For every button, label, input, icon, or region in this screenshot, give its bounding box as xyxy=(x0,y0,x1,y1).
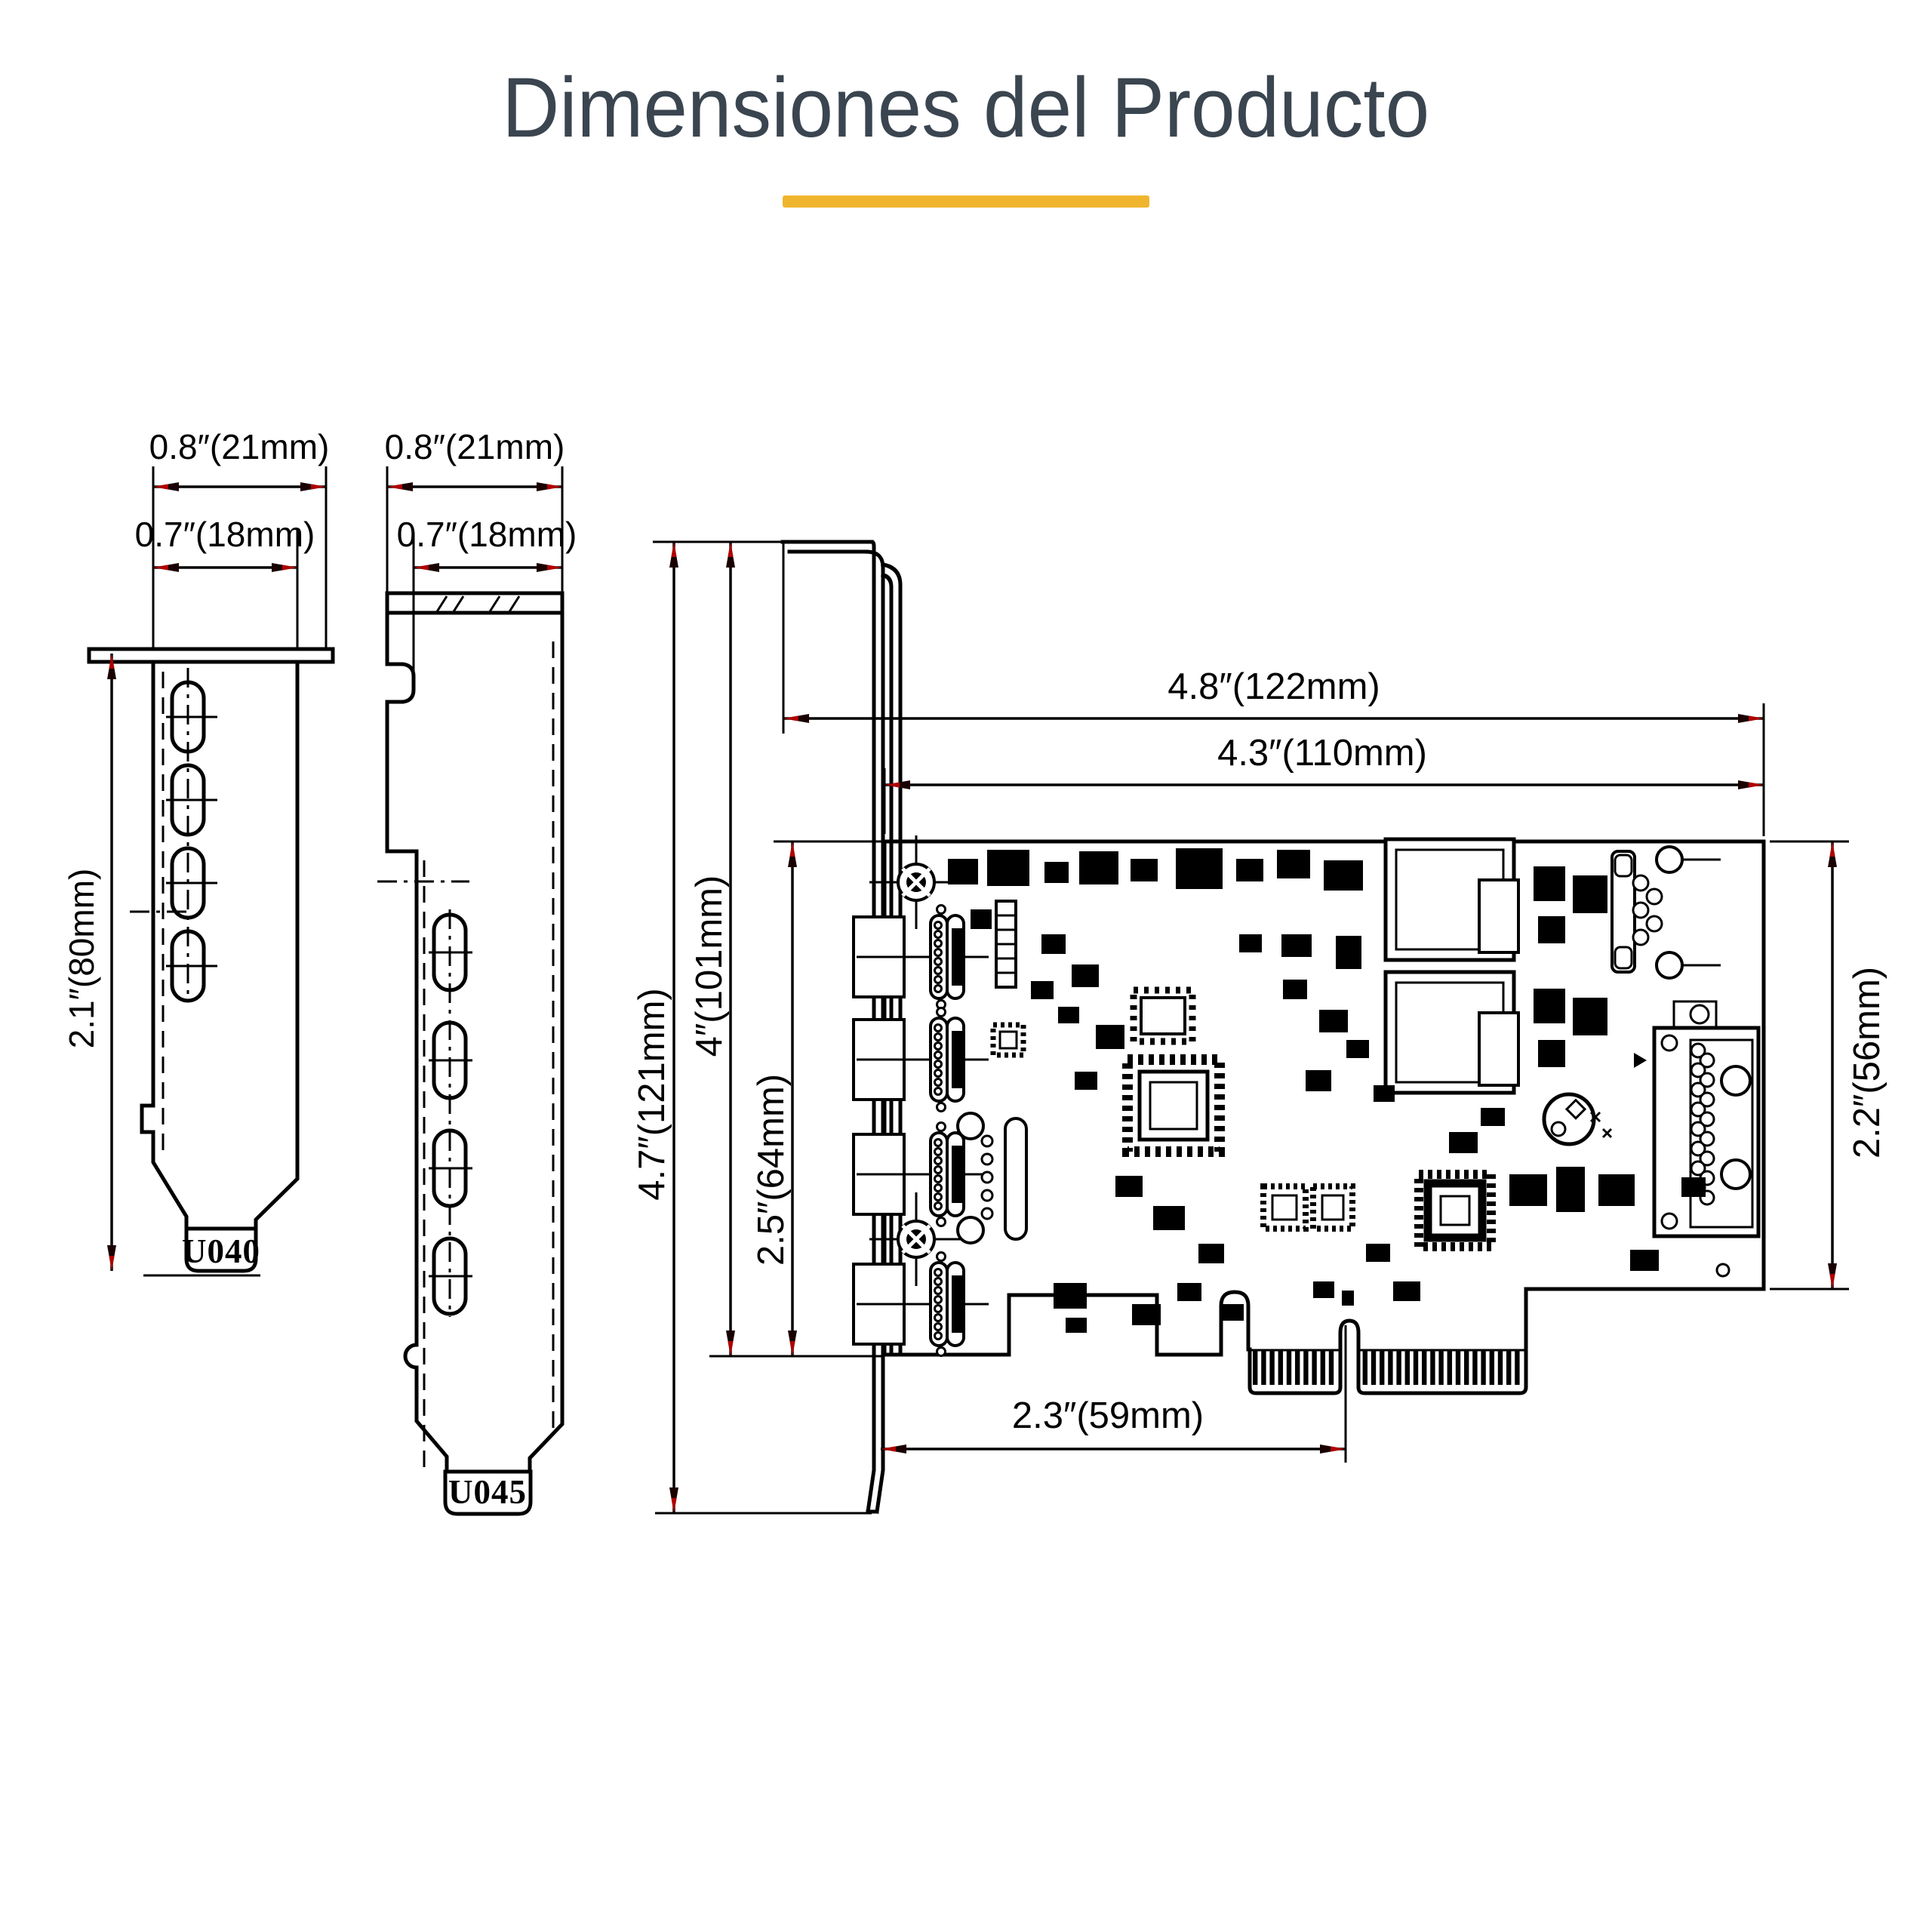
dim-u040-width-outer: 0.8″(21mm) xyxy=(149,427,330,648)
pcb-hole xyxy=(1715,1263,1730,1278)
bracket-u045-outline xyxy=(377,591,565,1516)
internal-header-box-1 xyxy=(1383,837,1520,962)
page-title: Dimensiones del Producto xyxy=(502,60,1430,155)
dim-u040-width-inner: 0.7″(18mm) xyxy=(135,515,315,648)
dim-card-bracket-height: 4″(101mm) xyxy=(689,542,884,1358)
top-right-connector xyxy=(1611,845,1721,980)
page-header: Dimensiones del Producto xyxy=(0,59,1932,208)
internal-header-box-2 xyxy=(1383,970,1520,1095)
bracket-u040-port-slots xyxy=(166,680,217,1003)
card-drawing: 4.8″(122mm) 4.3″(110mm) 4.7″(121mm) 4″(1… xyxy=(632,540,1887,1515)
main-qfp-chip xyxy=(1122,1054,1225,1157)
bracket-u040-drawing: 0.8″(21mm) 0.7″(18mm) 2.1″(80mm) U040 xyxy=(62,427,335,1277)
dim-u045-width-inner: 0.7″(18mm) xyxy=(397,515,577,683)
title-underline-accent xyxy=(783,195,1149,208)
secondary-qfp-chip xyxy=(1414,1170,1496,1251)
pin-header-column xyxy=(995,900,1017,989)
bracket-u045-port-slots xyxy=(429,912,472,1316)
dim-label-total-height: 4.7″(121mm) xyxy=(632,988,672,1201)
dim-label-pcb-width: 4.3″(110mm) xyxy=(1217,733,1427,774)
dim-label-u040-width-outer: 0.8″(21mm) xyxy=(149,427,330,466)
dim-card-pcie-offset: 2.3″(59mm) xyxy=(881,1325,1347,1463)
bracket-u040-outline xyxy=(87,647,335,1273)
dim-u040-height: 2.1″(80mm) xyxy=(62,654,260,1277)
dim-label-right-height: 2.2″(56mm) xyxy=(1847,967,1887,1158)
dim-card-pcb-width: 4.3″(110mm) xyxy=(883,733,1764,834)
dim-card-total-height: 4.7″(121mm) xyxy=(632,540,872,1515)
power-connector xyxy=(1634,1000,1761,1238)
dim-label-total-width: 4.8″(122mm) xyxy=(1168,666,1380,707)
dim-label-u045-width-inner: 0.7″(18mm) xyxy=(397,515,577,554)
bracket-side-view xyxy=(780,540,903,1514)
dim-label-pcb-height: 2.5″(64mm) xyxy=(751,1074,792,1266)
small-qfp-chip xyxy=(990,1022,1026,1058)
bracket-u040-tag: U040 xyxy=(182,1232,260,1270)
qfn-chips xyxy=(1260,1183,1355,1232)
dim-u045-width-outer: 0.8″(21mm) xyxy=(385,427,565,592)
mid-port-module xyxy=(956,1112,1028,1244)
dim-card-right-height: 2.2″(56mm) xyxy=(1770,840,1887,1291)
dim-label-pcie-offset: 2.3″(59mm) xyxy=(1012,1395,1204,1436)
pcie-edge-connector xyxy=(1250,1349,1526,1385)
bracket-u045-tag: U045 xyxy=(448,1473,527,1511)
dim-card-total-width: 4.8″(122mm) xyxy=(783,666,1765,836)
soic-chip xyxy=(1130,986,1196,1045)
dim-card-pcb-height: 2.5″(64mm) xyxy=(751,840,884,1356)
dim-label-bracket-height: 4″(101mm) xyxy=(689,875,730,1057)
bracket-u045-drawing: 0.8″(21mm) 0.7″(18mm) U045 xyxy=(377,427,577,1516)
dim-label-u045-width-outer: 0.8″(21mm) xyxy=(385,427,565,466)
dim-label-u040-width-inner: 0.7″(18mm) xyxy=(135,515,315,554)
buzzer xyxy=(1542,1092,1613,1146)
pcb-outline xyxy=(882,839,1766,1395)
dim-label-u040-height: 2.1″(80mm) xyxy=(62,869,101,1049)
pcb-components xyxy=(948,848,1706,1333)
